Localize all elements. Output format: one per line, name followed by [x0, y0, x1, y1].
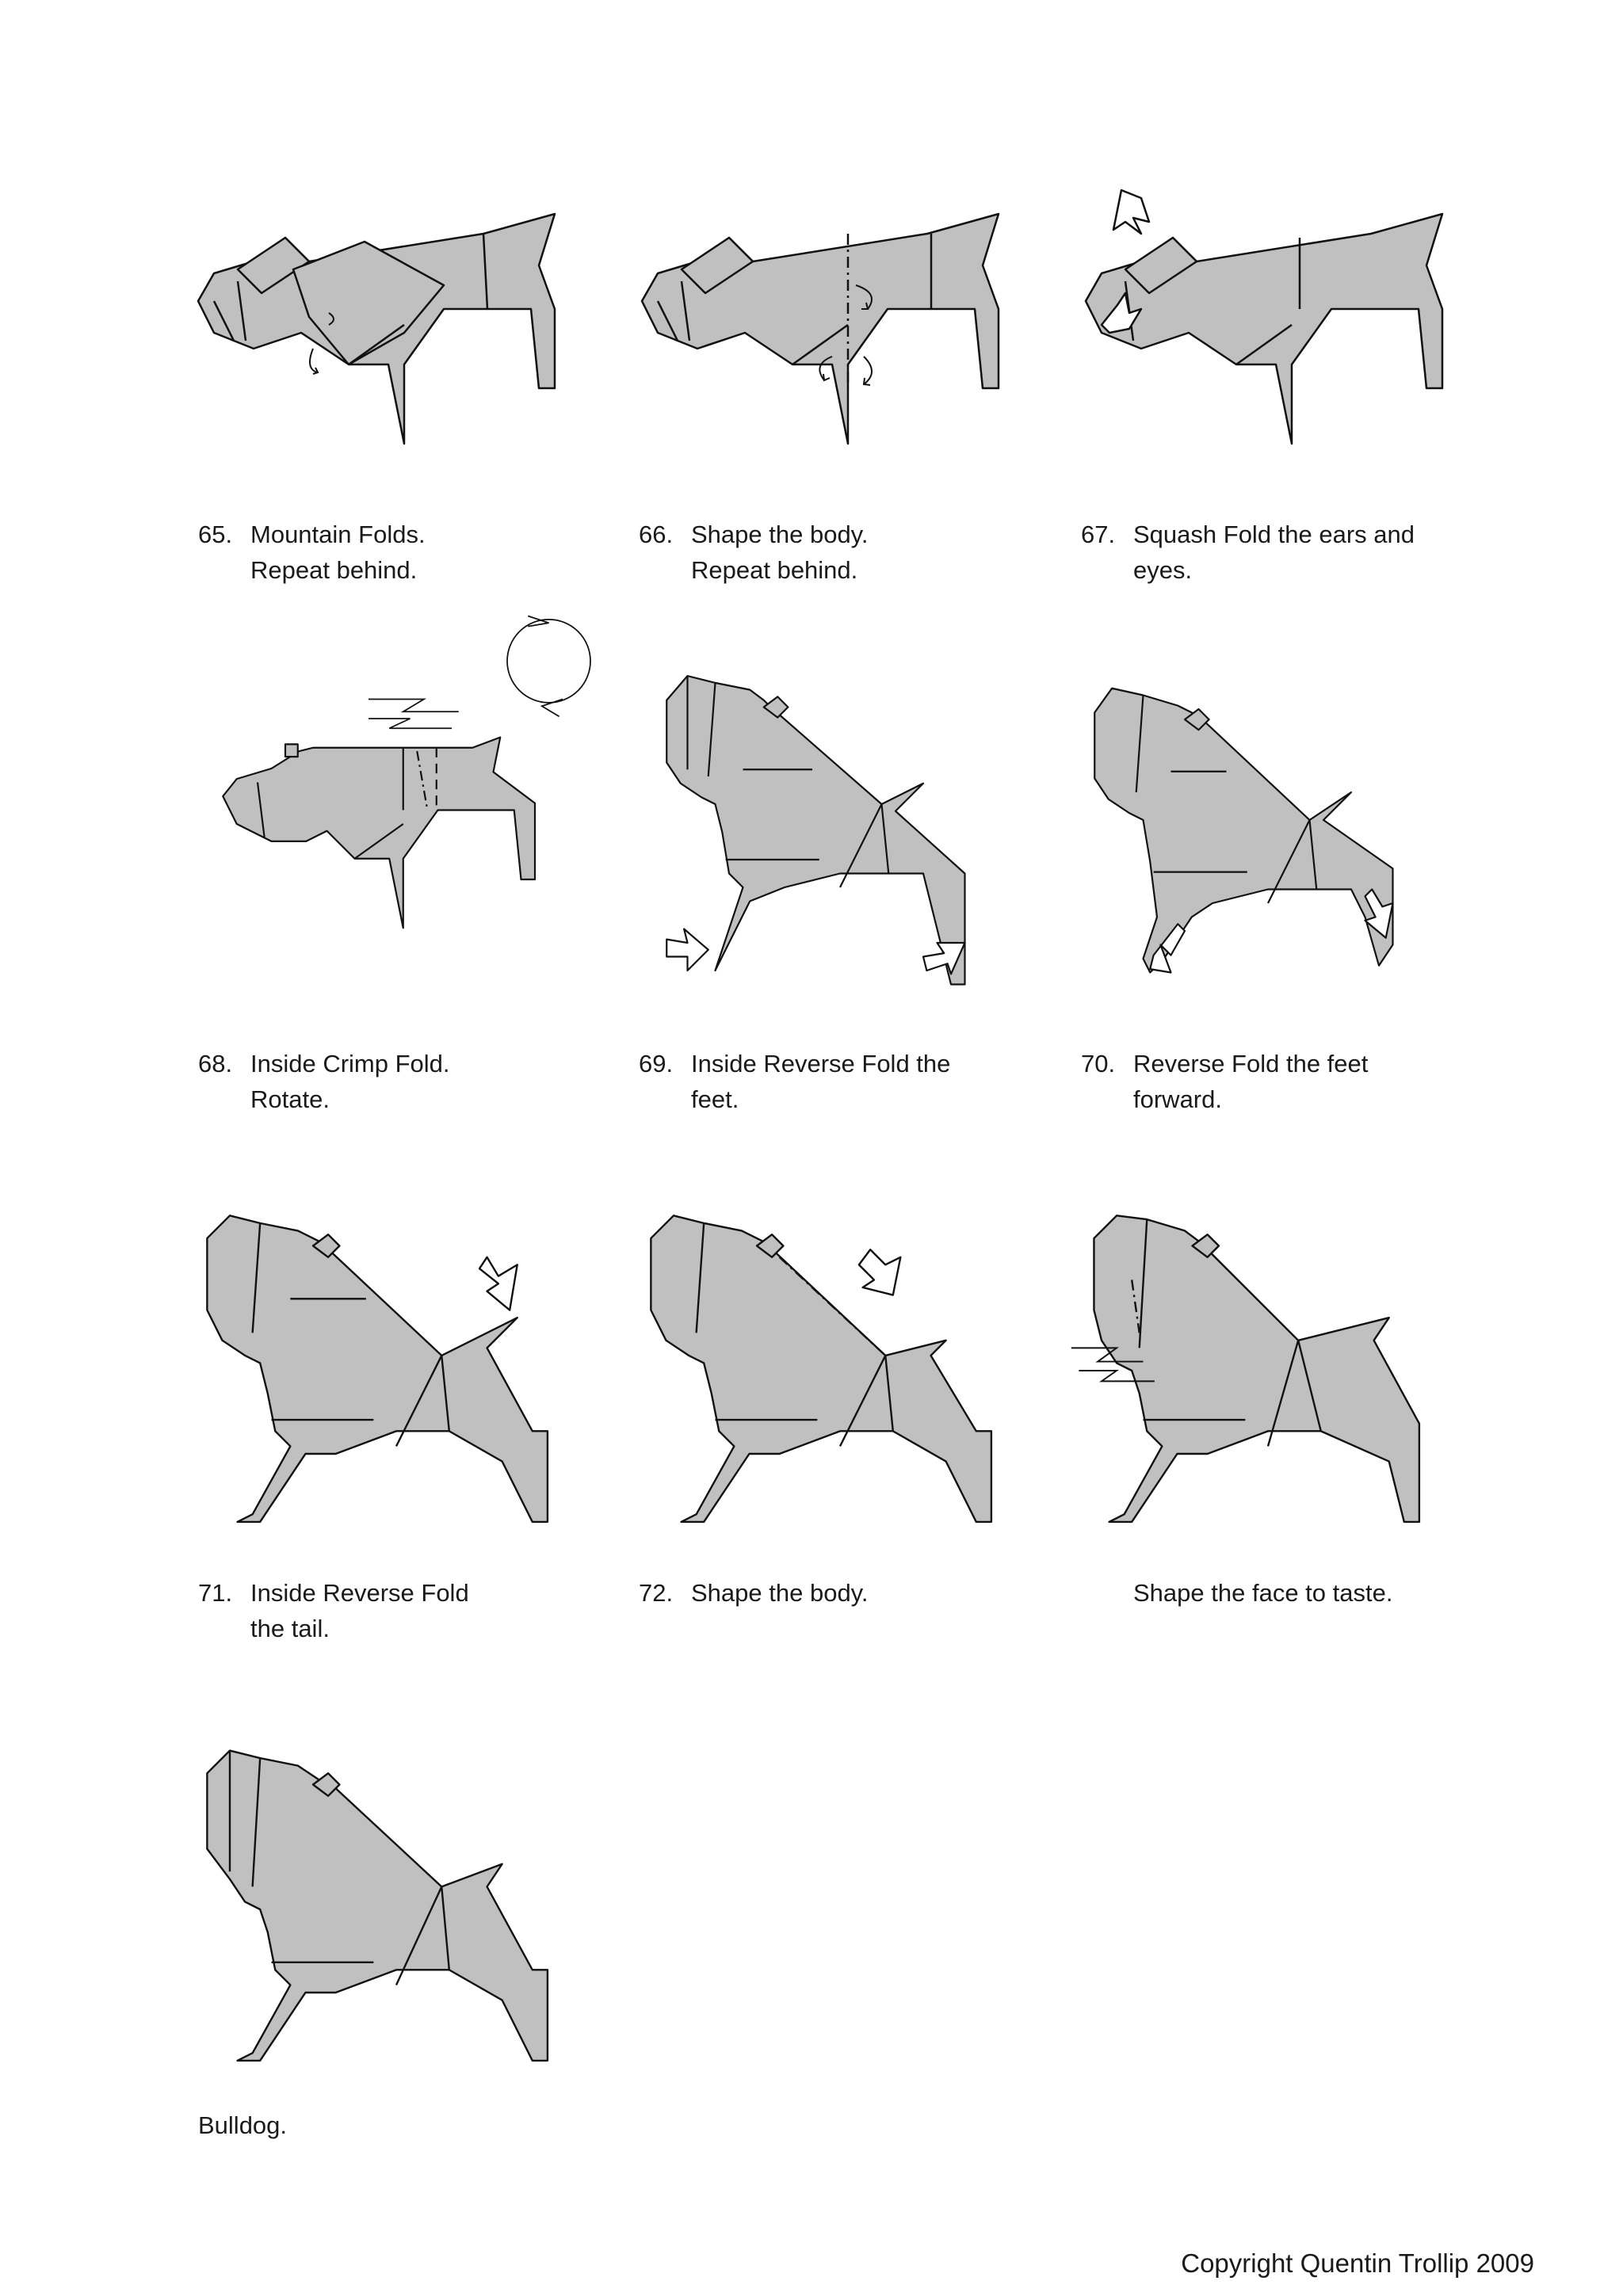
- dog-front-view-figure: [206, 1215, 549, 1524]
- step-instruction: Shape the body.: [691, 1579, 869, 1607]
- step-number: 66.: [639, 521, 674, 548]
- dog-front-view-figure: [650, 1215, 993, 1524]
- step-instruction: Shape the body. Repeat behind.: [691, 521, 869, 584]
- reverse-fold-arrow-back: [922, 941, 966, 975]
- dog-front-view-figure: [1094, 687, 1394, 974]
- step-number: 71.: [198, 1579, 233, 1607]
- shape-arrow: [857, 1249, 902, 1296]
- diagram-step-66: [634, 206, 1046, 539]
- dog-side-view-figure: [1084, 189, 1444, 445]
- dog-front-view-figure: [666, 675, 966, 986]
- reverse-fold-arrow-back: [1364, 888, 1394, 939]
- diagram-finished-bulldog: [190, 1743, 602, 2076]
- crimp-arrow-symbol: [1071, 1347, 1155, 1383]
- dog-side-view-figure: [222, 615, 591, 929]
- reverse-fold-arrow-front: [666, 928, 709, 972]
- diagram-step-65: [190, 206, 602, 539]
- step-instruction: Inside Crimp Fold. Rotate.: [250, 1050, 450, 1113]
- diagram-step-72: [634, 1204, 1046, 1537]
- dog-side-view-figure: [640, 212, 1000, 445]
- diagram-shape-face: [1062, 1204, 1474, 1537]
- step-instruction: Shape the face to taste.: [1133, 1579, 1393, 1607]
- step-number: 69.: [639, 1050, 674, 1077]
- step-number: 72.: [639, 1579, 674, 1607]
- dog-side-view-figure: [197, 212, 556, 445]
- model-name: Bulldog.: [198, 2111, 288, 2139]
- rotate-symbol: [506, 619, 591, 704]
- diagram-step-71: [190, 1204, 602, 1537]
- diagram-step-67: [1078, 189, 1490, 539]
- step-instruction: Reverse Fold the feet forward.: [1133, 1050, 1369, 1113]
- step-instruction: Inside Reverse Fold the feet.: [691, 1050, 951, 1113]
- step-number: 65.: [198, 521, 233, 548]
- finished-bulldog-figure: [206, 1749, 549, 2062]
- step-number: 67.: [1081, 521, 1116, 548]
- squash-arrow-ears: [1112, 189, 1151, 235]
- diagram-step-70: [1062, 681, 1474, 1014]
- dog-front-view-figure: [1071, 1215, 1421, 1524]
- squash-arrow-eyes: [1100, 292, 1143, 334]
- step-instruction: Squash Fold the ears and eyes.: [1133, 521, 1415, 584]
- reverse-fold-arrow-tail: [478, 1256, 518, 1311]
- reverse-fold-arrow-front: [1149, 923, 1186, 974]
- diagram-step-69: [634, 666, 1046, 998]
- step-number: 70.: [1081, 1050, 1116, 1077]
- diagram-step-68: [190, 602, 602, 935]
- step-instruction: Mountain Folds. Repeat behind.: [250, 521, 426, 584]
- copyright-notice: Copyright Quentin Trollip 2009: [1181, 2248, 1534, 2278]
- step-instruction: Inside Reverse Fold the tail.: [250, 1579, 469, 1642]
- crimp-arrow-symbol: [369, 698, 459, 730]
- step-number: 68.: [198, 1050, 233, 1077]
